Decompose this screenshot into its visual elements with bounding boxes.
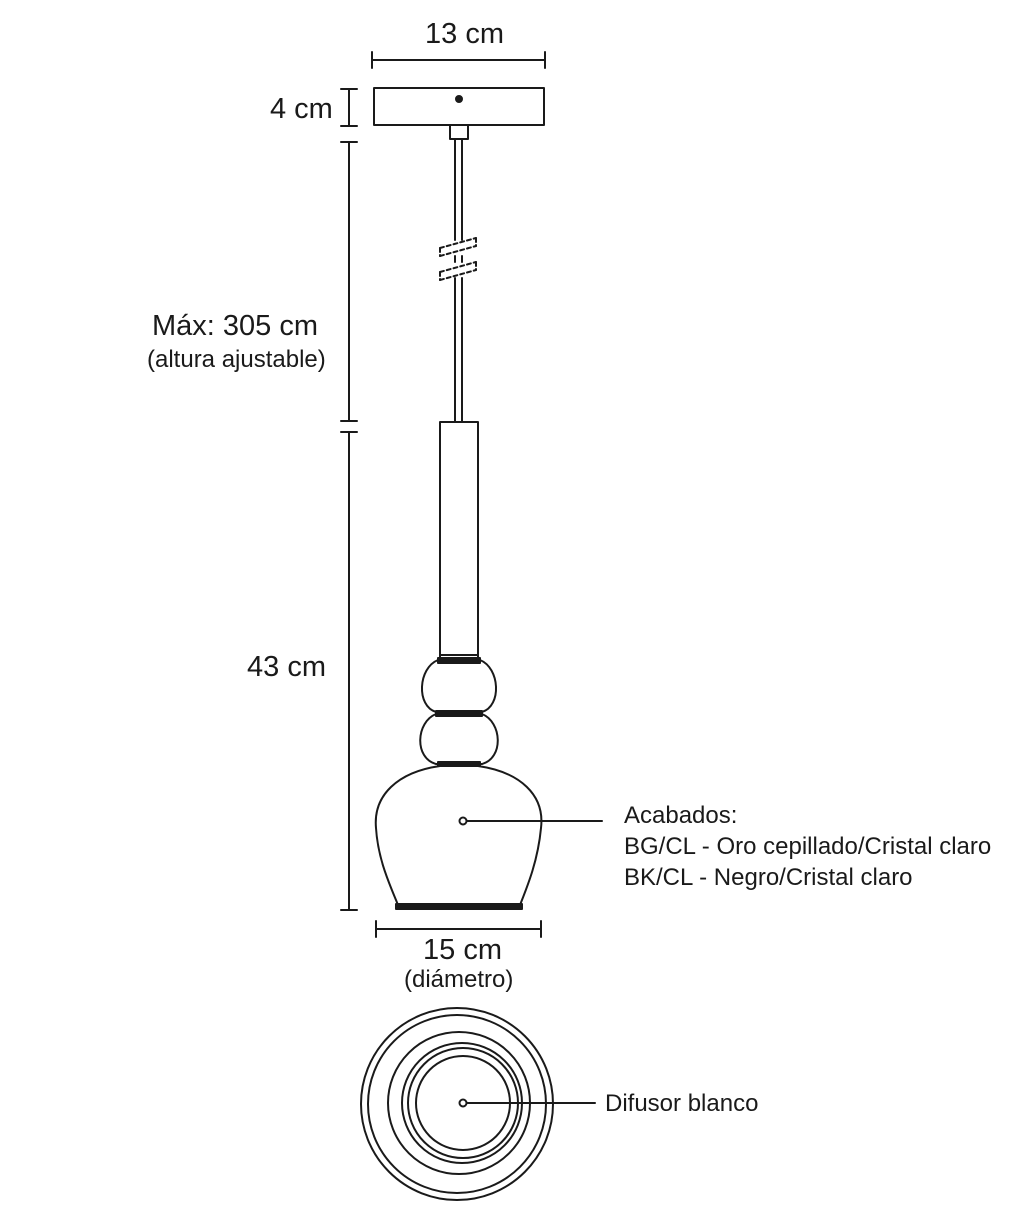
- canopy-width-dimension: [371, 51, 546, 69]
- shade-diameter-label: 15 cm: [423, 934, 502, 966]
- body-height-label: 43 cm: [247, 651, 326, 683]
- bottom-view: [360, 1007, 596, 1201]
- finish-option-1: BG/CL - Oro cepillado/Cristal claro: [624, 833, 992, 860]
- shade-diameter-note: (diámetro): [404, 966, 514, 993]
- canopy-width-label: 13 cm: [425, 18, 504, 50]
- body-height-dimension: [340, 431, 358, 911]
- lamp-body: [374, 421, 543, 910]
- ceiling-canopy: [373, 87, 545, 140]
- diffuser-label: Difusor blanco: [605, 1090, 759, 1117]
- finish-option-2: BK/CL - Negro/Cristal claro: [624, 864, 913, 891]
- canopy-height-dimension: [340, 88, 358, 127]
- cable-note-label: (altura ajustable): [147, 346, 326, 373]
- canopy-height-label: 4 cm: [270, 93, 333, 125]
- suspension-cable: [439, 138, 477, 423]
- cable-length-dimension: [340, 141, 358, 422]
- shade-diameter-dimension: [375, 920, 542, 938]
- finishes-title: Acabados:: [624, 802, 738, 829]
- cable-max-label: Máx: 305 cm: [152, 310, 318, 342]
- finishes-leader: [458, 816, 603, 826]
